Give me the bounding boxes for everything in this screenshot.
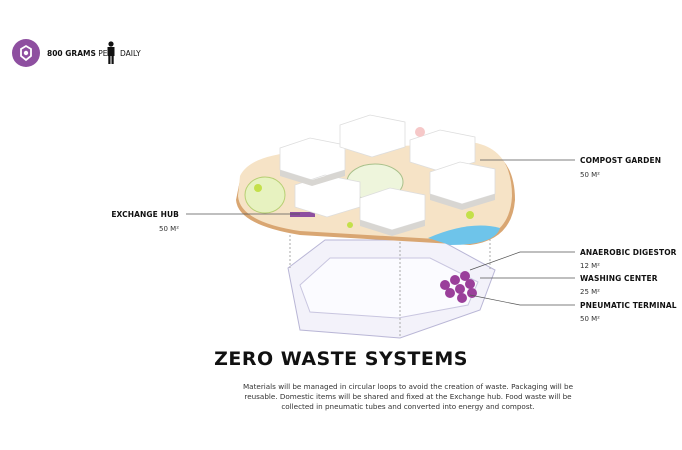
- waste-badge: [12, 39, 40, 67]
- person-icon: [107, 41, 115, 64]
- recycle-waste-icon: [20, 44, 32, 62]
- label-compost-garden: COMPOST GARDEN 50 M²: [580, 156, 661, 179]
- label-pneumatic-terminal: PNEUMATIC TERMINAL 50 M²: [580, 301, 677, 323]
- section-title: ZERO WASTE SYSTEMS: [214, 348, 468, 370]
- pneumatic-terminal-area: 50 M²: [580, 315, 600, 323]
- pneumatic-terminal-name: PNEUMATIC TERMINAL: [580, 301, 677, 310]
- washing-center-area: 25 M²: [580, 288, 600, 296]
- section-description: Materials will be managed in circular lo…: [242, 382, 574, 411]
- compost-garden-name: COMPOST GARDEN: [580, 156, 662, 165]
- rooftop-platform: [236, 114, 515, 245]
- digestor-tanks: [440, 271, 477, 303]
- daily-waste-stat: 800 GRAMS PER: [47, 49, 113, 58]
- exchange-hub-area: 50 M²: [159, 225, 179, 233]
- per-text: PER: [98, 49, 113, 58]
- compost-garden-area: 50 M²: [580, 171, 600, 179]
- label-anaerobic-digestor: ANAEROBIC DIGESTOR 12 M²: [580, 248, 677, 270]
- anaerobic-digestor-area: 12 M²: [580, 262, 600, 270]
- label-washing-center: WASHING CENTER 25 M²: [580, 274, 658, 296]
- amount-text: 800 GRAMS: [47, 49, 96, 58]
- anaerobic-digestor-name: ANAEROBIC DIGESTOR: [580, 248, 677, 257]
- underground-facility: [287, 215, 496, 339]
- hexagonal-buildings: [279, 114, 496, 231]
- daily-text: DAILY: [120, 49, 141, 58]
- washing-center-name: WASHING CENTER: [580, 274, 658, 283]
- exchange-hub-name: EXCHANGE HUB: [111, 210, 179, 219]
- label-exchange-hub: EXCHANGE HUB 50 M²: [111, 210, 179, 233]
